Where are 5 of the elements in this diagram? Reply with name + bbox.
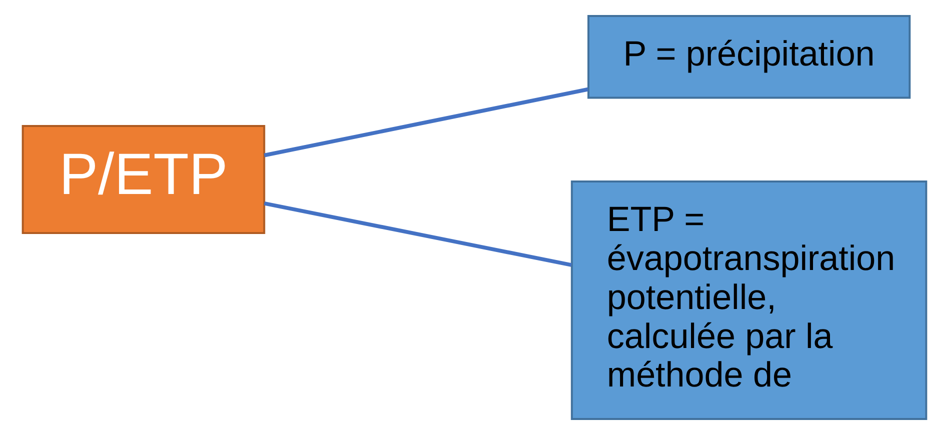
connector — [264, 87, 588, 158]
node-box: ETP = évapotranspiration potentielle, calculée par la méthode de — [570, 180, 928, 420]
node-box: P = précipitation — [587, 15, 911, 99]
connector — [264, 201, 572, 267]
node-box: P/ETP — [22, 125, 266, 234]
